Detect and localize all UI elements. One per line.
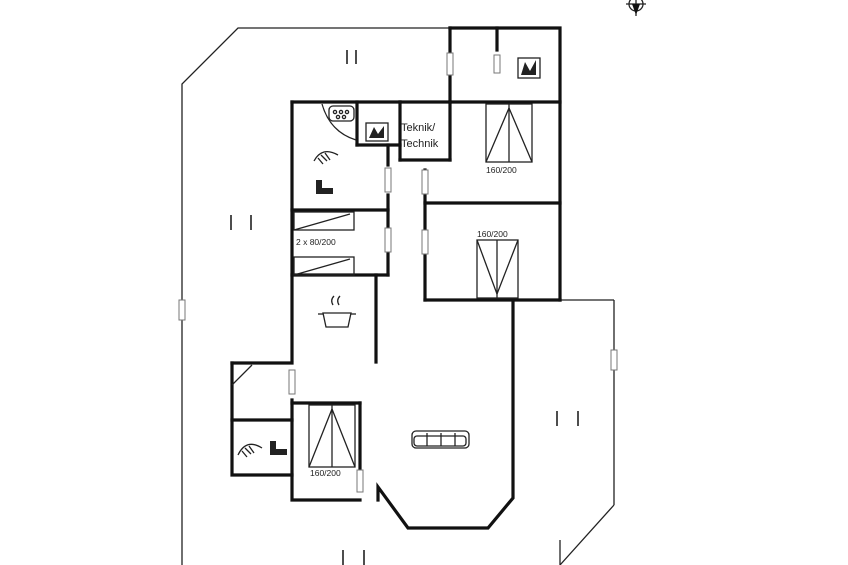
exterior-walls: [230, 26, 562, 530]
bed-top-right: [485, 103, 533, 163]
bed-mid-right: [476, 239, 519, 299]
compass-icon: [626, 0, 646, 16]
technik-label-line1: Teknik/: [401, 122, 436, 134]
bed-bunk-label: 2 x 80/200: [296, 237, 336, 247]
toilet-icon: [316, 180, 333, 194]
shower-icon: [313, 150, 339, 165]
washing-machine-icon: [365, 122, 389, 142]
sofa-icon: [411, 430, 470, 449]
bed-top-right-label: 160/200: [486, 165, 517, 175]
toilet-icon-2: [270, 441, 287, 455]
terrace-marks: [230, 50, 579, 565]
terrace-outline: [181, 27, 615, 565]
technik-label-line2: Technik: [401, 138, 439, 150]
openings: [178, 52, 618, 493]
shower-icon-2: [237, 443, 263, 458]
heat-pump-icon: [517, 57, 541, 79]
bed-bunk: [293, 211, 355, 276]
sauna-stove-icon: [321, 103, 357, 141]
bed-bottom-left: [308, 404, 356, 468]
cooking-pot-icon: [318, 295, 356, 328]
interior-walls: [230, 26, 562, 472]
bed-mid-right-label: 160/200: [477, 229, 508, 239]
bed-bottom-left-label: 160/200: [310, 468, 341, 478]
